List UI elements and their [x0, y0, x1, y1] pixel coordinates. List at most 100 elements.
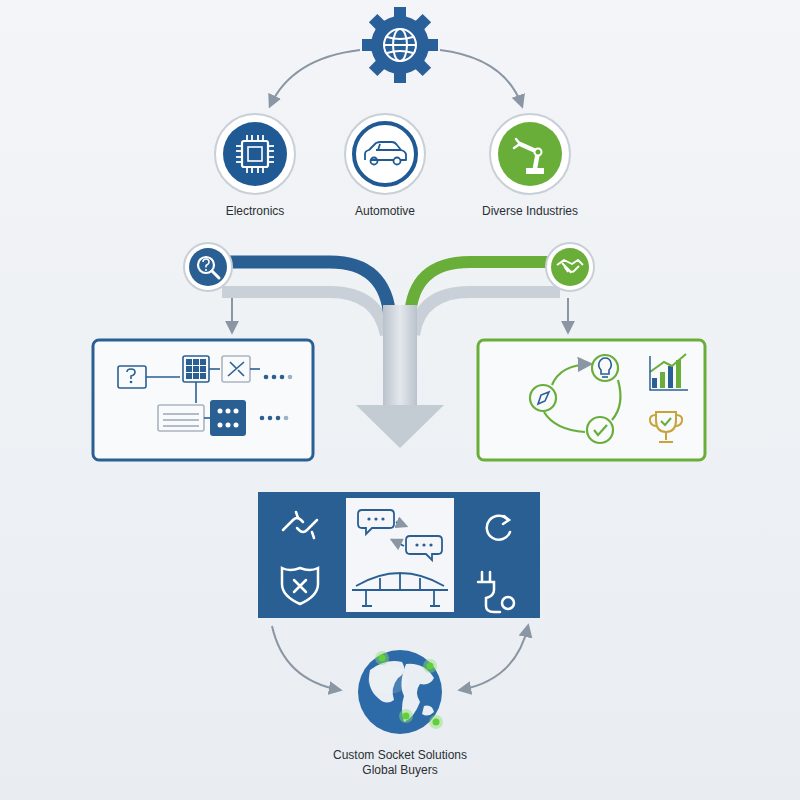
analysis-panel [210, 400, 246, 436]
partnership-panel [478, 340, 705, 460]
solution-panel [381, 517, 384, 520]
globe-icon [358, 650, 442, 734]
chip-pin [251, 135, 253, 141]
chip-pin [236, 150, 242, 152]
analysis-panel [250, 368, 260, 370]
band-shadow [414, 292, 560, 335]
globe-icon [375, 651, 389, 665]
analysis-panel [193, 366, 199, 372]
analysis-panel [268, 416, 273, 421]
analysis-panel [193, 359, 199, 365]
car-icon [354, 123, 416, 185]
chart-icon [660, 372, 665, 388]
analysis-panel [200, 373, 206, 379]
solution-panel [406, 536, 442, 560]
chip-badge [213, 112, 297, 196]
globe-icon [427, 663, 434, 670]
gear-icon [384, 29, 416, 61]
robot-icon [520, 144, 538, 168]
chip-pin [236, 161, 242, 163]
partnership-panel [612, 380, 620, 420]
analysis-panel [228, 362, 244, 376]
car-icon [345, 114, 425, 194]
car-badge [343, 112, 427, 196]
robot-badge [488, 112, 572, 196]
caption-line: Global Buyers [362, 763, 437, 778]
globe-icon [379, 655, 386, 662]
chart-icon [650, 354, 686, 372]
industry-node: Electronics [190, 112, 320, 219]
gear-icon [384, 29, 416, 61]
chip-pin [251, 167, 253, 173]
analysis-panel [264, 375, 269, 380]
analysis-panel [186, 359, 192, 365]
chart-icon [650, 356, 688, 390]
analysis-panel [193, 373, 199, 379]
analysis-panel [183, 356, 209, 382]
gear-icon [371, 16, 429, 74]
partnership-panel [478, 340, 705, 460]
analysis-panel [204, 417, 210, 419]
chip-pin [236, 156, 242, 158]
analysis-panel [218, 409, 223, 414]
solution-panel [415, 543, 418, 546]
solution-panel [294, 580, 306, 592]
solution-panel [352, 510, 448, 606]
solution-panel [374, 517, 377, 520]
partnership-panel [538, 392, 549, 404]
analysis-panel [130, 381, 133, 384]
partnership-panel [530, 385, 556, 411]
arrow-shaft [383, 305, 417, 407]
chip-pin [268, 156, 274, 158]
solution-panel [367, 517, 370, 520]
chart-icon [676, 360, 681, 388]
magnifier-icon [189, 248, 227, 286]
solution-panel [258, 492, 540, 618]
globe-icon [423, 659, 437, 673]
analysis-panel [200, 359, 206, 365]
flow-arrow [231, 298, 233, 332]
gear-icon [387, 37, 413, 39]
globe-icon [358, 650, 443, 734]
handshake-icon [557, 260, 583, 273]
solution-panel [282, 568, 318, 604]
caption-line: Custom Socket Solutions [333, 748, 467, 763]
analysis-panel [93, 340, 313, 460]
solution-panel [352, 572, 448, 606]
partnership-panel [587, 417, 613, 443]
chip-icon [242, 141, 268, 167]
flow-arrow [440, 50, 522, 106]
gear-icon [362, 7, 438, 83]
solution-panel [392, 540, 404, 546]
solution-panel [358, 510, 394, 534]
chip-pin [257, 167, 259, 173]
gear-icon [362, 7, 438, 83]
analysis-panel [163, 414, 199, 426]
solution-panel [429, 543, 432, 546]
analysis-panel [288, 375, 293, 380]
trophy-icon [659, 432, 673, 442]
solution-panel [502, 597, 514, 609]
solution-panel [478, 572, 500, 612]
flow-arrow [270, 50, 360, 106]
chip-icon [215, 114, 295, 194]
partnership-panel [602, 376, 608, 378]
industry-node: Automotive [320, 112, 450, 219]
green-band [410, 262, 550, 318]
arrow-head [356, 405, 444, 448]
analysis-panel [280, 375, 285, 380]
chip-pin [268, 161, 274, 163]
band-shadow [222, 292, 386, 335]
analysis-panel [200, 366, 206, 372]
analysis-panel [218, 423, 223, 428]
chart-icon [652, 378, 657, 388]
handshake-icon [546, 243, 594, 291]
solution-panel [296, 512, 314, 538]
flow-arrow [272, 626, 340, 690]
analysis-panel [222, 356, 250, 382]
magnifier-icon [203, 259, 209, 268]
car-icon [345, 114, 425, 194]
solution-panel [422, 543, 425, 546]
magnifier-icon [205, 269, 207, 271]
analysis-panel [186, 359, 292, 436]
